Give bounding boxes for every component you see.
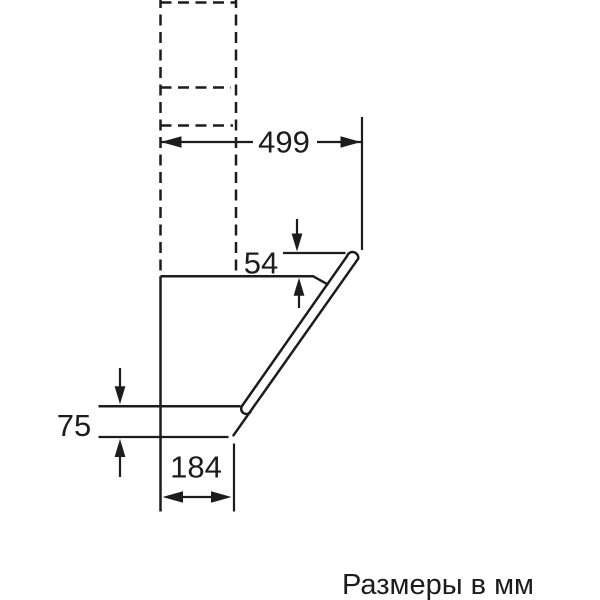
glass-panel-outline: [232, 250, 360, 437]
glass-panel-slab: [232, 250, 360, 437]
chimney-duct-dashed-outline: [159, 0, 238, 271]
dim-75-down-arrowhead: [114, 386, 126, 405]
dim-499-left-arrowhead: [161, 136, 182, 148]
dimension-184: 184: [162, 443, 236, 512]
dim-54-up-arrowhead: [293, 277, 305, 296]
dim-75-label: 75: [57, 408, 91, 443]
units-caption: Размеры в мм: [342, 569, 534, 600]
dimension-75: 75: [57, 368, 229, 477]
dim-75-up-arrowhead: [114, 439, 126, 457]
dim-184-label: 184: [170, 450, 222, 485]
dim-54-down-arrowhead: [291, 233, 303, 252]
hood-body-outline: [98, 274, 330, 512]
dim-499-right-arrowhead: [340, 136, 361, 148]
dimension-54: 54: [244, 219, 346, 308]
dimension-499: 499: [161, 117, 364, 250]
dim-184-left-arrowhead: [162, 491, 183, 503]
dim-54-label: 54: [244, 246, 278, 281]
dim-184-right-arrowhead: [211, 491, 232, 503]
dim-499-label: 499: [258, 125, 310, 160]
body-top-line: [160, 274, 330, 286]
glass-panel-bottom-cap: [239, 404, 252, 416]
